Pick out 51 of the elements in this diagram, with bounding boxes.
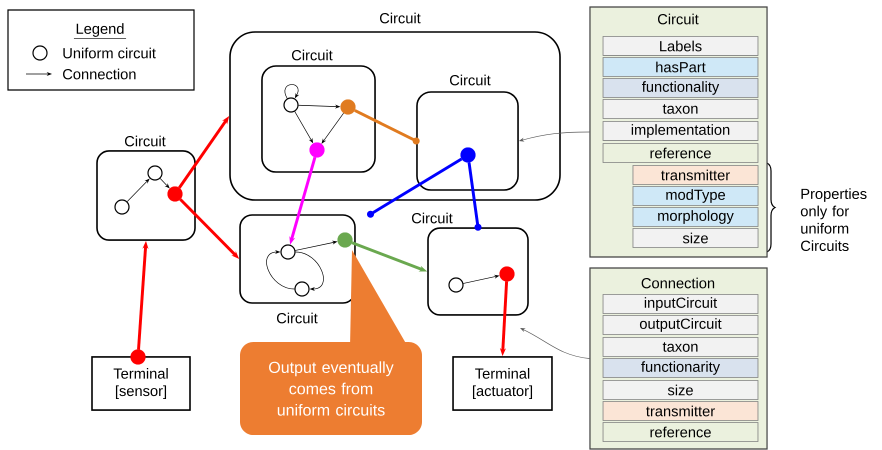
property-cell: morphology xyxy=(632,207,758,227)
node-label: Circuit xyxy=(412,212,453,224)
dot xyxy=(499,266,515,282)
property-cell: transmitter xyxy=(632,165,758,185)
property-cell: functionarity xyxy=(602,358,758,378)
dot xyxy=(130,349,146,365)
node-label: Circuit xyxy=(276,312,318,324)
property-cell: transmitter xyxy=(602,401,758,421)
dot xyxy=(167,186,183,202)
node-label: Circuit xyxy=(292,50,333,60)
terminal-box: Terminal [actuator] xyxy=(452,356,553,411)
connector xyxy=(468,162,482,231)
legend-title: Legend xyxy=(74,23,126,39)
connector xyxy=(354,109,420,144)
legend-text: Connection xyxy=(63,68,136,80)
property-cell: reference xyxy=(602,143,758,163)
property-cell: implementation xyxy=(602,121,758,141)
connector xyxy=(367,158,462,218)
node-label: Circuit xyxy=(124,136,166,146)
property-cell: taxon xyxy=(602,99,758,119)
property-cell: inputCircuit xyxy=(602,294,758,314)
circuit-box: Circuit xyxy=(416,74,519,191)
node-label: Circuit xyxy=(450,74,491,86)
circle xyxy=(280,244,296,260)
property-cell: hasPart xyxy=(602,57,758,77)
circuit-box: Circuit xyxy=(96,136,196,241)
property-cell: modType xyxy=(632,186,758,206)
arrow xyxy=(284,84,300,99)
terminal-box: Terminal [sensor] xyxy=(91,356,191,411)
property-cell: Labels xyxy=(602,36,758,56)
circle xyxy=(147,165,163,181)
dot xyxy=(309,142,325,158)
property-cell: size xyxy=(602,380,758,400)
arrow xyxy=(295,252,324,292)
dot xyxy=(460,147,476,163)
node-label: Circuit xyxy=(380,12,421,24)
arrow xyxy=(266,250,295,290)
property-cell: reference xyxy=(602,422,758,442)
dot xyxy=(337,232,353,248)
circle xyxy=(114,199,130,215)
property-cell: taxon xyxy=(602,337,758,357)
dot xyxy=(340,99,356,115)
property-cell: size xyxy=(632,228,758,248)
circle xyxy=(294,281,310,297)
property-cell: outputCircuit xyxy=(602,315,758,335)
circle xyxy=(448,277,464,293)
note: Properties only for uniform Circuits xyxy=(800,188,867,252)
circle xyxy=(283,97,299,113)
property-cell: functionality xyxy=(602,78,758,98)
legend-text: Uniform circuit xyxy=(63,48,156,58)
circuit-box: Circuit xyxy=(261,50,376,173)
